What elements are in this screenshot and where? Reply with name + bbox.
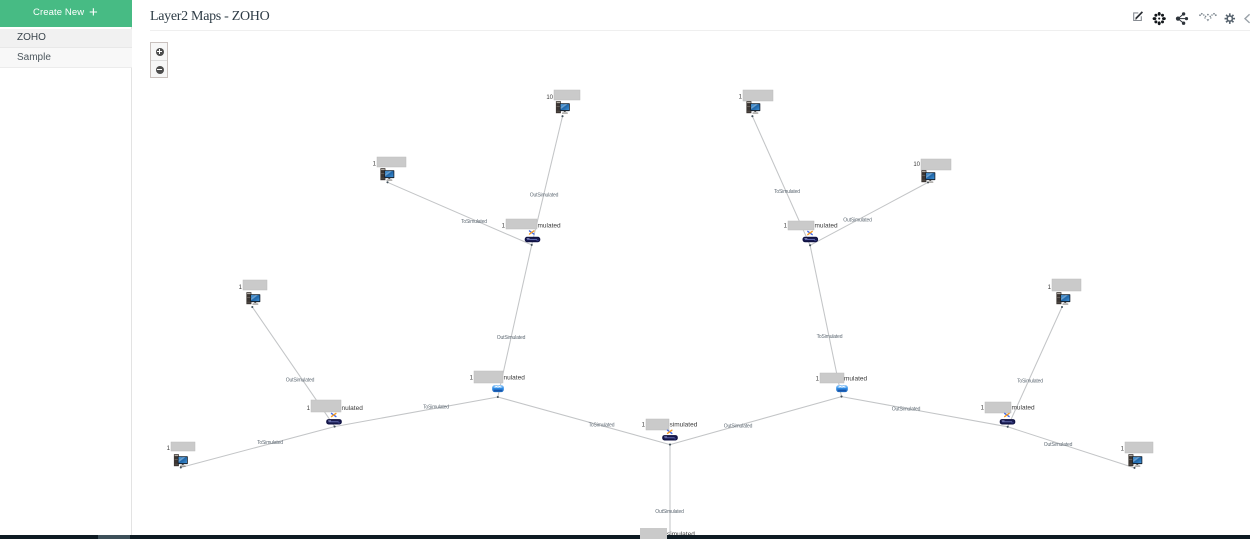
- svg-text:mulated: mulated: [1012, 405, 1036, 412]
- svg-text:1: 1: [470, 376, 474, 382]
- svg-text:ToSimulated: ToSimulated: [257, 440, 283, 446]
- svg-text:mulated: mulated: [538, 223, 562, 230]
- svg-text:1: 1: [307, 406, 311, 412]
- svg-text:OutSimulated: OutSimulated: [286, 378, 315, 384]
- svg-text:OutSimulated: OutSimulated: [655, 509, 684, 515]
- svg-text:1: 1: [816, 377, 820, 383]
- svg-text:1: 1: [981, 406, 985, 412]
- svg-text:nulated: nulated: [342, 405, 364, 412]
- svg-text:1: 1: [502, 224, 506, 230]
- svg-text:10: 10: [913, 162, 920, 168]
- svg-text:simulated: simulated: [670, 422, 698, 429]
- svg-text:1: 1: [167, 446, 171, 452]
- svg-text:OutSimulated: OutSimulated: [843, 217, 872, 223]
- svg-text:ToSimulated: ToSimulated: [817, 334, 843, 340]
- svg-text:OutSimulated: OutSimulated: [724, 423, 753, 429]
- svg-text:ToSimulated: ToSimulated: [589, 423, 615, 429]
- svg-text:1: 1: [642, 423, 646, 429]
- svg-text:OutSimulated: OutSimulated: [892, 406, 921, 412]
- svg-text:1: 1: [373, 162, 377, 168]
- svg-text:ToSimulated: ToSimulated: [774, 189, 800, 195]
- svg-text:ToSimulated: ToSimulated: [461, 219, 487, 225]
- svg-text:1: 1: [239, 285, 243, 291]
- svg-text:10: 10: [546, 95, 553, 101]
- svg-text:simulated: simulated: [667, 531, 695, 538]
- svg-text:1: 1: [784, 224, 788, 230]
- svg-text:1: 1: [1121, 447, 1125, 453]
- svg-text:OutSimulated: OutSimulated: [530, 193, 559, 199]
- svg-text:ToSimulated: ToSimulated: [423, 405, 449, 411]
- svg-text:1: 1: [1048, 285, 1052, 291]
- svg-text:mulated: mulated: [844, 376, 868, 383]
- svg-text:1: 1: [739, 95, 743, 101]
- svg-text:ToSimulated: ToSimulated: [1017, 378, 1043, 384]
- svg-text:OutSimulated: OutSimulated: [1044, 442, 1073, 448]
- svg-text:nulated: nulated: [504, 375, 526, 382]
- svg-text:OutSimulated: OutSimulated: [497, 335, 526, 341]
- svg-text:mulated: mulated: [815, 223, 839, 230]
